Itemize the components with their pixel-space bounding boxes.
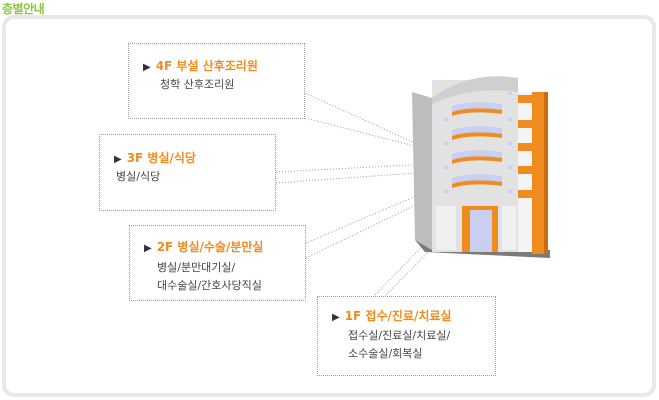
side-windows (444, 92, 512, 193)
leader-line-3f-lower (275, 171, 431, 184)
leader-line-2f (305, 189, 431, 244)
floor-detail-1f-line2: 소수술실/회복실 (348, 347, 423, 360)
play-arrow-icon: ▶ (144, 243, 152, 254)
floor-detail-2f-line2: 대수술실/간호사당직실 (157, 279, 262, 292)
leader-line-4f-lower (304, 117, 431, 151)
entrance-door (470, 210, 492, 252)
floor-callout-2f: ▶ 2F 병실/수술/분만실 병실/분만대기실/ 대수술실/간호사당직실 (129, 225, 306, 301)
floor-detail-1f-line1: 접수실/진료실/치료실/ (348, 329, 451, 342)
play-arrow-icon: ▶ (332, 312, 340, 323)
building-left-wall (412, 92, 432, 250)
play-arrow-icon: ▶ (143, 62, 151, 73)
leader-line-3f (275, 163, 431, 173)
floor-callout-1f: ▶ 1F 접수/진료/치료실 접수실/진료실/치료실/ 소수술실/회복실 (317, 296, 496, 376)
floor-callout-4f: ▶ 4F 부설 산후조리원 청학 산후조리원 (128, 43, 305, 119)
floor-callout-3f: ▶ 3F 병실/식당 병실/식당 (99, 134, 276, 211)
floor-detail-4f-line1: 청학 산후조리원 (160, 78, 235, 91)
leader-line-2f-lower (305, 197, 431, 259)
floor-heading-3f: 3F 병실/식당 (126, 151, 196, 165)
floor-detail-2f-line1: 병실/분만대기실/ (157, 261, 236, 274)
leader-line-1f (372, 235, 433, 298)
leader-lines (275, 92, 437, 298)
page-title: 층별안내 (2, 2, 45, 16)
building-roof (432, 76, 518, 104)
floor-detail-3f-line1: 병실/식당 (116, 170, 161, 183)
floor-windows (452, 102, 502, 188)
leader-line-4f (304, 92, 431, 151)
floor-heading-1f: 1F 접수/진료/치료실 (344, 309, 452, 323)
floor-heading-4f: 4F 부설 산후조리원 (155, 59, 258, 73)
floor-heading-2f: 2F 병실/수술/분만실 (156, 240, 264, 254)
leader-line-1f-lower (383, 243, 437, 298)
orange-balconies (518, 95, 544, 198)
play-arrow-icon: ▶ (114, 154, 122, 165)
